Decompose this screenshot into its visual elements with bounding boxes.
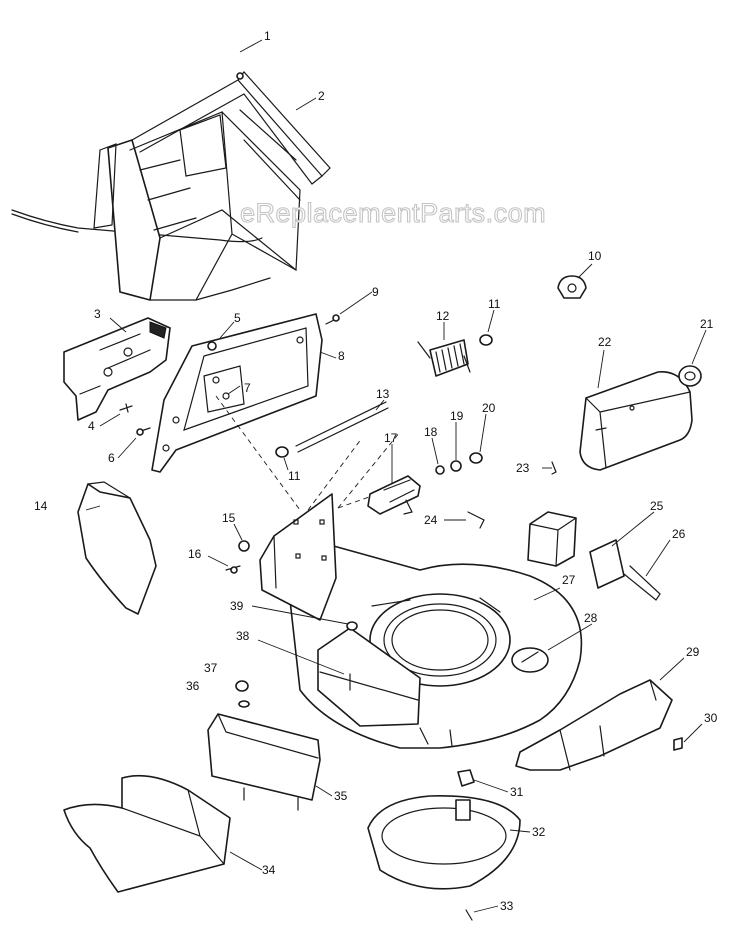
callout-15: 15 bbox=[222, 511, 236, 525]
callout-14: 14 bbox=[34, 499, 48, 513]
watermark-text: eReplacementParts.com bbox=[240, 198, 546, 228]
side-skirt bbox=[515, 679, 673, 771]
callout-24: 24 bbox=[424, 513, 438, 527]
chute-deflector bbox=[77, 481, 157, 615]
callout-19: 19 bbox=[450, 409, 464, 423]
callout-1: 1 bbox=[264, 29, 271, 43]
discharge-chute bbox=[63, 774, 231, 893]
callout-20: 20 bbox=[482, 401, 496, 415]
deck-bowl bbox=[367, 795, 521, 890]
callout-37: 37 bbox=[204, 661, 218, 675]
callout-3: 3 bbox=[94, 307, 101, 321]
knob bbox=[678, 365, 702, 387]
callout-11b: 11 bbox=[288, 469, 301, 483]
callout-38: 38 bbox=[236, 629, 250, 643]
callout-27: 27 bbox=[562, 573, 576, 587]
front-baffle bbox=[207, 713, 321, 811]
callout-35: 35 bbox=[334, 789, 348, 803]
callout-26: 26 bbox=[672, 527, 686, 541]
torsion-spring bbox=[417, 339, 471, 377]
callout-9: 9 bbox=[372, 285, 379, 299]
callout-29: 29 bbox=[686, 645, 700, 659]
callout-32: 32 bbox=[532, 825, 546, 839]
callout-22: 22 bbox=[598, 335, 612, 349]
cable-clip bbox=[557, 275, 587, 299]
callout-12: 12 bbox=[436, 309, 450, 323]
callout-30: 30 bbox=[704, 711, 718, 725]
callout-10: 10 bbox=[588, 249, 602, 263]
latch-bracket bbox=[367, 475, 421, 515]
callout-23: 23 bbox=[516, 461, 530, 475]
callout-4: 4 bbox=[88, 419, 95, 433]
callout-labels: 1 2 3 4 5 6 7 8 9 10 11 11 12 13 14 15 1… bbox=[34, 29, 718, 913]
assembly-lines bbox=[215, 395, 401, 511]
fasteners bbox=[119, 72, 683, 921]
callout-16: 16 bbox=[188, 547, 202, 561]
leader-lines bbox=[85, 39, 707, 913]
small-box-parts bbox=[527, 511, 661, 601]
callout-7: 7 bbox=[244, 381, 251, 395]
callout-34: 34 bbox=[262, 863, 276, 877]
callout-5: 5 bbox=[234, 311, 241, 325]
callout-36: 36 bbox=[186, 679, 200, 693]
callout-11a: 11 bbox=[488, 297, 501, 311]
hinge-rod bbox=[295, 401, 389, 453]
callout-17: 17 bbox=[384, 431, 398, 445]
callout-28: 28 bbox=[584, 611, 598, 625]
callout-33: 33 bbox=[500, 899, 514, 913]
handle-bracket bbox=[63, 317, 171, 421]
callout-21: 21 bbox=[700, 317, 714, 331]
rear-cover bbox=[579, 371, 693, 471]
callout-31: 31 bbox=[510, 785, 524, 799]
callout-2: 2 bbox=[318, 89, 325, 103]
callout-8: 8 bbox=[338, 349, 345, 363]
handle-frame bbox=[11, 71, 331, 301]
callout-25: 25 bbox=[650, 499, 664, 513]
callout-13: 13 bbox=[376, 387, 390, 401]
rear-door-panel bbox=[151, 313, 323, 473]
callout-39: 39 bbox=[230, 599, 244, 613]
callout-18: 18 bbox=[424, 425, 438, 439]
callout-6: 6 bbox=[108, 451, 115, 465]
